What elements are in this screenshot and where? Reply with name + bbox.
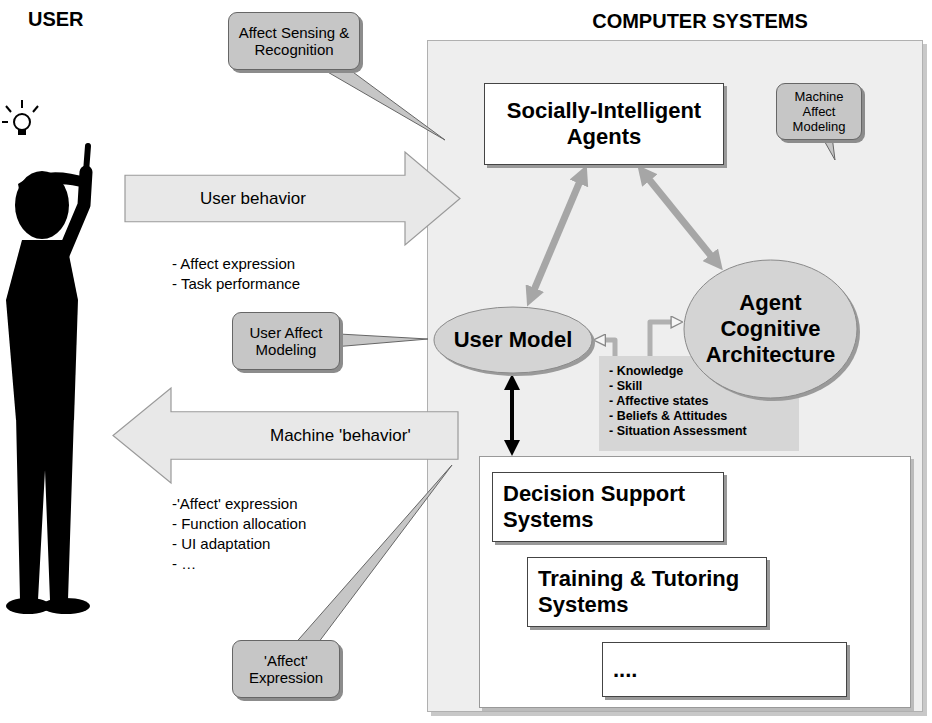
figure-arm [60,172,86,262]
block-arrow [113,388,458,483]
section-heading: COMPUTER SYSTEMS [428,10,922,33]
callout-box: Machine Affect Modeling [776,83,862,140]
box-title: Training & Tutoring Systems [538,566,756,618]
process-box: Decision Support Systems [492,472,724,542]
ellipse-title: User Model [454,327,573,353]
ellipse-fill [684,260,857,398]
process-box: Socially-Intelligent Agents [484,83,724,165]
system-container: Socially-Intelligent Agents Machine Affec… [427,40,923,712]
bulb-ray [2,121,8,123]
callout-text: Machine Affect Modeling [783,89,855,134]
figure-legs [16,415,74,600]
process-box: .... [602,642,847,697]
connector-arrow [645,174,715,261]
model-ellipse: User Model [433,306,593,374]
callout-box: Affect Sensing & Recognition [228,12,360,70]
callout-text: Affect Sensing & Recognition [235,24,353,58]
list-item: -'Affect' expression [172,495,298,512]
bulb-base [18,129,26,135]
callout-tail [286,331,428,351]
light-bulb [2,100,38,135]
box-title: Decision Support Systems [503,481,713,533]
box-title: .... [613,657,637,683]
list-item: - Beliefs & Attitudes [609,409,789,424]
bulb-ray [21,100,23,108]
flow-arrow: Machine 'behavior' [113,388,458,483]
model-ellipse: Agent Cognitive Architecture [683,259,858,399]
user-figure [0,0,130,640]
callout-text: 'Affect' Expression [239,652,333,686]
bulb-glass [14,114,30,130]
process-box: Training & Tutoring Systems [527,557,767,627]
connector-arrow [601,340,615,356]
block-arrow [125,152,460,245]
callout-box: User Affect Modeling [232,312,340,370]
callout-text: User Affect Modeling [239,324,333,358]
side-heading: USER [28,8,84,31]
connector-arrow [650,322,676,356]
callout-tail [278,465,452,675]
systems-panel: Decision Support SystemsTraining & Tutor… [479,456,911,708]
list-item: - Situation Assessment [609,424,789,439]
list-item: - Task performance [172,275,300,292]
bulb-ray [6,106,11,112]
bulb-ray [33,106,38,112]
flow-arrow: User behavior [125,152,460,245]
list-item: - … [172,555,196,572]
figure-finger [86,146,88,172]
figure-torso [6,240,78,420]
list-item: - UI adaptation [172,535,270,552]
list-item: - Affect expression [172,255,295,272]
figure-cap [18,172,88,194]
callout-box: 'Affect' Expression [232,640,340,698]
ellipse-fill [434,307,592,373]
arrow-label: User behavior [200,189,306,209]
list-item: - Function allocation [172,515,306,532]
arrow-label: Machine 'behavior' [270,426,411,446]
callout-tail [289,33,445,140]
callout-tail [810,108,835,160]
connector-arrow [510,384,514,447]
figure-shoe [42,598,90,614]
ellipse-title: Agent Cognitive Architecture [701,290,841,368]
connector-arrow [532,176,582,295]
box-title: Socially-Intelligent Agents [493,98,715,150]
